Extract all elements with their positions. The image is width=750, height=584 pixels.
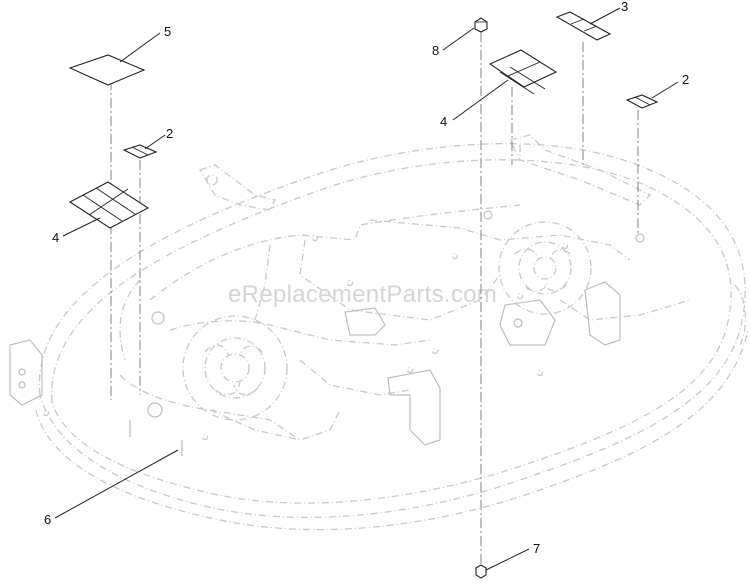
bolt-bottom (475, 564, 487, 579)
small-decal-left (122, 144, 158, 159)
assembly-axes (110, 32, 639, 570)
callout-5: 5 (164, 24, 171, 39)
callout-4-left: 4 (52, 230, 59, 245)
callout-labels: 5 2 4 8 3 2 4 6 7 (44, 0, 689, 556)
callout-3: 3 (621, 0, 628, 14)
callout-7: 7 (533, 541, 540, 556)
strip-decal (555, 11, 612, 41)
callout-2-left: 2 (166, 126, 173, 141)
leader-lines (54, 7, 679, 571)
grid-decal-left (68, 181, 150, 229)
watermark-text: eReplacementParts.com (228, 281, 497, 308)
decal-plain (68, 54, 146, 86)
small-decal-right (625, 94, 659, 109)
callout-8: 8 (432, 43, 439, 58)
callout-2-right: 2 (682, 72, 689, 87)
callout-4-right: 4 (440, 114, 447, 129)
callout-6: 6 (44, 512, 51, 527)
grid-decal-right (488, 49, 558, 95)
bolt-top (474, 17, 488, 33)
mower-deck (9, 134, 749, 531)
